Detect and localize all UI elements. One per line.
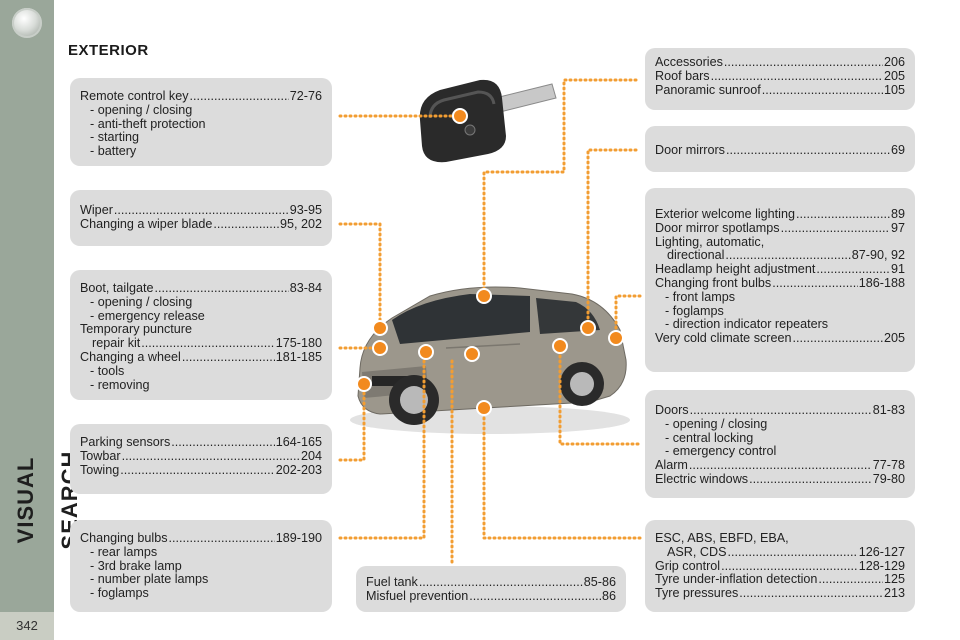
index-row[interactable]: Alarm77-78 (655, 458, 905, 473)
box-changing-bulbs: Changing bulbs189-190 rear lamps 3rd bra… (70, 520, 332, 612)
page-number: 342 (0, 612, 54, 640)
marker-wiper-icon (372, 320, 388, 336)
index-row[interactable]: Changing a wiper blade95, 202 (80, 217, 322, 232)
marker-tailgate-icon (372, 340, 388, 356)
box-remote-control: Remote control key72-76 opening / closin… (70, 78, 332, 166)
index-row[interactable]: Changing front bulbs186-188 (655, 276, 905, 291)
sub-item: starting (80, 131, 322, 145)
index-row[interactable]: Panoramic sunroof105 (655, 83, 905, 98)
box-accessories: Accessories206 Roof bars205 Panoramic su… (645, 48, 915, 110)
index-row[interactable]: Towbar204 (80, 449, 322, 464)
index-row[interactable]: Doors81-83 (655, 403, 905, 418)
sub-item: front lamps (655, 290, 905, 305)
index-row[interactable]: Very cold climate screen205 (655, 331, 905, 346)
index-row[interactable]: repair kit175-180 (80, 336, 322, 351)
box-esc: ESC, ABS, EBFD, EBA, ASR, CDS126-127 Gri… (645, 520, 915, 612)
marker-rear-lamps-icon (418, 344, 434, 360)
sub-item: emergency release (80, 309, 322, 324)
index-row[interactable]: ASR, CDS126-127 (655, 545, 905, 560)
marker-parking-sensors-icon (356, 376, 372, 392)
sub-item: foglamps (655, 304, 905, 319)
box-boot-tailgate: Boot, tailgate83-84 opening / closing em… (70, 270, 332, 400)
box-wiper: Wiper93-95 Changing a wiper blade95, 202 (70, 190, 332, 246)
index-row[interactable]: Changing bulbs189-190 (80, 531, 322, 546)
marker-doors-icon (552, 338, 568, 354)
index-row[interactable]: Misfuel prevention86 (366, 589, 616, 604)
sub-item: tools (80, 364, 322, 379)
index-label: Lighting, automatic, (655, 234, 765, 249)
location-markers (356, 108, 624, 416)
index-row[interactable]: Tyre under-inflation detection125 (655, 573, 905, 587)
sub-item: opening / closing (80, 295, 322, 310)
marker-remote-key-icon (452, 108, 468, 124)
index-row[interactable]: Accessories206 (655, 55, 905, 70)
index-row[interactable]: Door mirrors69 (655, 143, 905, 158)
marker-door-mirror-icon (580, 320, 596, 336)
index-row[interactable]: Tyre pressures213 (655, 586, 905, 601)
box-lighting: Exterior welcome lighting89 Door mirror … (645, 188, 915, 372)
leader-lines (338, 78, 642, 564)
sub-item: foglamps (80, 586, 322, 601)
sub-item: anti-theft protection (80, 117, 322, 132)
sub-item: direction indicator repeaters (655, 318, 905, 332)
brand-logo-icon (12, 8, 42, 38)
sub-item: number plate lamps (80, 573, 322, 587)
box-fuel-tank: Fuel tank85-86 Misfuel prevention86 (356, 566, 626, 612)
index-row[interactable]: Fuel tank85-86 (366, 575, 616, 590)
index-row[interactable]: Towing202-203 (80, 463, 322, 478)
sub-item: battery (80, 144, 322, 159)
marker-front-lighting-icon (608, 330, 624, 346)
sub-item: emergency control (655, 445, 905, 459)
index-row[interactable]: Remote control key72-76 (80, 89, 322, 104)
index-row[interactable]: Door mirror spotlamps97 (655, 221, 905, 236)
sub-item: 3rd brake lamp (80, 559, 322, 574)
sub-item: removing (80, 378, 322, 393)
index-label: Temporary puncture (80, 322, 192, 337)
sub-item: rear lamps (80, 545, 322, 560)
box-door-mirrors: Door mirrors69 (645, 126, 915, 172)
index-row[interactable]: Roof bars205 (655, 69, 905, 84)
box-parking-sensors: Parking sensors164-165 Towbar204 Towing2… (70, 424, 332, 494)
index-row[interactable]: Wiper93-95 (80, 203, 322, 218)
marker-roof-icon (476, 288, 492, 304)
sub-item: central locking (655, 431, 905, 446)
page-heading: EXTERIOR (68, 42, 149, 59)
remote-key-icon (419, 79, 557, 163)
box-doors: Doors81-83 opening / closing central loc… (645, 390, 915, 498)
sub-item: opening / closing (655, 417, 905, 432)
index-row[interactable]: Headlamp height adjustment91 (655, 262, 905, 277)
sidebar: VISUAL SEARCH (0, 0, 82, 640)
index-row[interactable]: Exterior welcome lighting89 (655, 207, 905, 222)
marker-fuel-tank-icon (464, 346, 480, 362)
marker-tyre-icon (476, 400, 492, 416)
index-label: ESC, ABS, EBFD, EBA, (655, 531, 789, 545)
index-row[interactable]: Parking sensors164-165 (80, 435, 322, 450)
index-row[interactable]: Changing a wheel181-185 (80, 350, 322, 365)
sub-item: opening / closing (80, 103, 322, 118)
index-row[interactable]: directional87-90, 92 (655, 249, 905, 263)
index-row[interactable]: Electric windows79-80 (655, 472, 905, 487)
index-row[interactable]: Boot, tailgate83-84 (80, 281, 322, 296)
index-row[interactable]: Grip control128-129 (655, 559, 905, 574)
